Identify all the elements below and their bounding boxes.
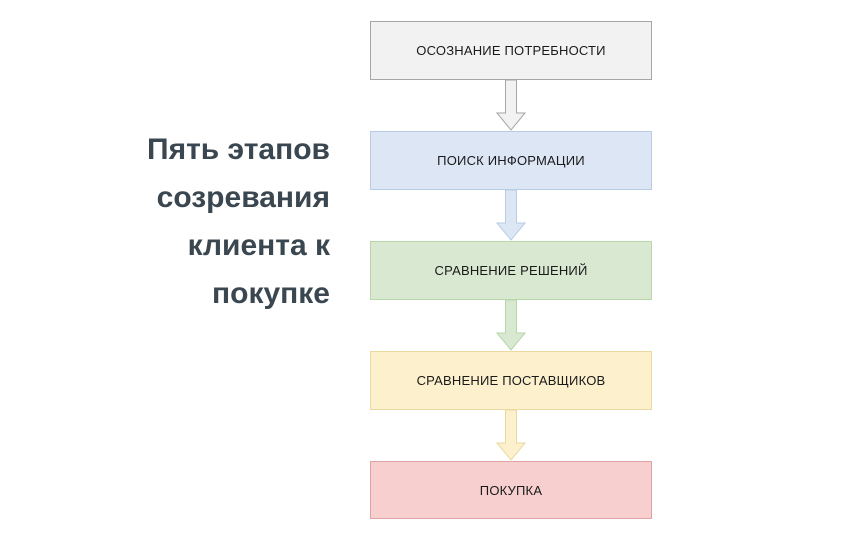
arrow-compare-solutions-to-compare-vendors xyxy=(496,300,526,351)
stage-label-4: СРАВНЕНИЕ ПОСТАВЩИКОВ xyxy=(416,373,606,388)
stage-box-3[interactable]: СРАВНЕНИЕ РЕШЕНИЙ xyxy=(370,241,652,300)
stage-label-1: ОСОЗНАНИЕ ПОТРЕБНОСТИ xyxy=(416,43,606,58)
stage-label-5: ПОКУПКА xyxy=(479,482,543,498)
arrow-search-to-compare-solutions xyxy=(496,190,526,241)
customer-journey-flowchart: ОСОЗНАНИЕ ПОТРЕБНОСТИ ПОИСК ИНФОРМАЦИИ СРА… xyxy=(370,21,652,519)
stage-box-5[interactable]: ПОКУПКА xyxy=(370,461,652,519)
stage-label-3: СРАВНЕНИЕ РЕШЕНИЙ xyxy=(434,263,588,278)
arrow-compare-vendors-to-purchase xyxy=(496,410,526,461)
stage-label-2: ПОИСК ИНФОРМАЦИИ xyxy=(437,153,585,168)
page-title: Пять этапов созревания клиента к покупке xyxy=(147,133,330,310)
arrow-awareness-to-search xyxy=(496,80,526,131)
stage-box-2[interactable]: ПОИСК ИНФОРМАЦИИ xyxy=(370,131,652,190)
stage-box-4[interactable]: СРАВНЕНИЕ ПОСТАВЩИКОВ xyxy=(370,351,652,410)
stage-box-1[interactable]: ОСОЗНАНИЕ ПОТРЕБНОСТИ xyxy=(370,21,652,80)
